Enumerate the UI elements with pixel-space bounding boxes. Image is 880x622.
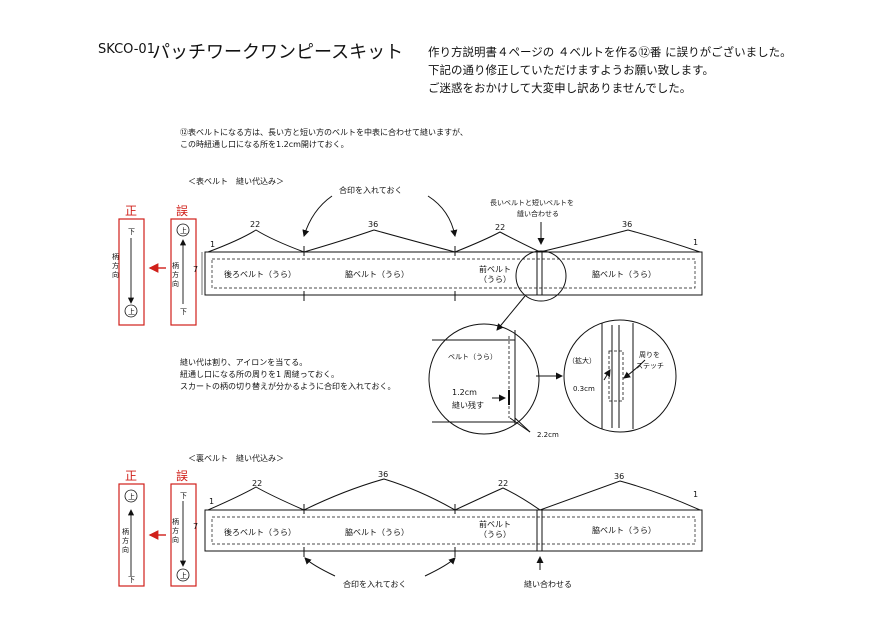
detail-zoom-label: （拡大） [568,357,596,365]
segment-label: 脇ベルト（うら） [345,270,409,279]
legend-wrong-label: 誤 [176,204,189,218]
inner-belt-drawing [204,478,703,577]
length-label: 22 [252,479,263,488]
outer-length-bracket [539,229,701,253]
length-label: 22 [495,223,506,232]
outer-join-note: 長いベルトと短いベルトを [490,199,574,207]
instruction-line: この時紐通し口になる所を1.2cm開けておく。 [180,140,349,149]
end-number: 1 [693,238,699,247]
detail-gap-value: 1.2cm [452,388,477,397]
length-label: 36 [368,220,379,229]
legend-correct-box [118,218,145,326]
legend-boxes-top [118,218,197,326]
end-number: 1 [210,240,216,249]
legend-wrong-box [170,218,197,326]
outer-join-note: 縫い合わせる [517,210,559,218]
detail-margin-value: 0.3cm [573,385,595,393]
page-title: パッチワークワンピースキット [152,42,404,63]
length-label: 36 [378,470,389,479]
legend-wrong-label: 誤 [176,469,189,483]
length-label: 36 [614,472,625,481]
legend-correct-label: 正 [125,204,138,218]
outer-belt-title: ＜表ベルト 縫い代込み＞ [188,177,284,186]
notice-line: 作り方説明書４ページの ４ベルトを作る⑫番 に誤りがございました。 [428,45,792,59]
legend-direction: 柄方向 [112,253,119,279]
legend-bottom-text: 下 [180,308,187,316]
outer-belt-drawing [201,195,703,331]
inner-join-note: 縫い合わせる [524,580,572,589]
end-number: 1 [209,497,215,506]
length-label: 22 [250,220,261,229]
segment-label: 前ベルト（うら） [479,520,511,539]
legend-bottom-text: 下 [128,576,135,584]
inner-belt-inner-line [211,516,696,545]
detail-belt-label: ベルト（うら） [448,353,497,361]
legend-direction: 柄方向 [172,518,179,544]
product-code: SKCO-01 [98,42,155,57]
segment-label: 脇ベルト（うら） [592,270,656,279]
segment-label: 脇ベルト（うら） [345,528,409,537]
legend-top-text: 下 [180,492,187,500]
outer-length-bracket [454,231,541,253]
length-label: 22 [498,479,509,488]
segment-label: 後ろベルト（うら） [224,270,296,279]
instruction-line: ⑫表ベルトになる方は、長い方と短い方のベルトを中表に合わせて縫いますが、 [180,128,468,137]
detail-bottom-value: 2.2cm [537,431,559,439]
legend-direction: 柄方向 [122,528,129,554]
legend-correct-label: 正 [125,469,138,483]
legend-top-text: 上 [180,227,187,235]
legend-top-text: 下 [128,228,135,236]
detail-left-drawing [428,323,563,435]
outer-length-bracket [207,229,305,253]
segment-label: 後ろベルト（うら） [224,528,296,537]
legend-bottom-text: 上 [180,572,187,580]
length-label: 36 [622,220,633,229]
detail-stitch-note: ステッチ [636,362,664,370]
notice-line: 下記の通り修正していただけますようお願い致します。 [428,63,715,77]
legend-top-text: 上 [128,493,135,501]
outer-belt-inner-line [211,258,696,289]
outer-mark-note: 合印を入れておく [339,186,403,195]
inner-belt-title: ＜裏ベルト 縫い代込み＞ [188,454,284,463]
detail-stitch-note: 周りを [639,351,660,359]
width-label: 7 [193,522,199,531]
legend-bottom-text: 上 [128,308,135,316]
inner-mark-note: 合印を入れておく [343,580,407,589]
notice-line: ご迷惑をおかけして大変申し訳ありませんでした。 [428,81,692,95]
end-number: 1 [693,490,699,499]
middle-note: スカートの柄の切り替えが分かるように合印を入れておく。 [180,382,396,391]
legend-direction: 柄方向 [172,262,179,288]
legend-boxes-bottom [118,483,197,587]
inner-belt-strip [204,509,703,552]
zoom-circle [515,250,567,302]
middle-note: 縫い代は割り、アイロンを当てる。 [180,358,308,367]
middle-note: 紐通し口になる所の周りを1 周縫っておく。 [180,370,339,379]
segment-label: 前ベルト（うら） [479,265,511,284]
detail-gap-note: 縫い残す [452,401,484,410]
detail-right-drawing [563,319,677,433]
outer-length-bracket [303,229,456,253]
segment-label: 脇ベルト（うら） [592,526,656,535]
width-label: 7 [193,265,199,274]
